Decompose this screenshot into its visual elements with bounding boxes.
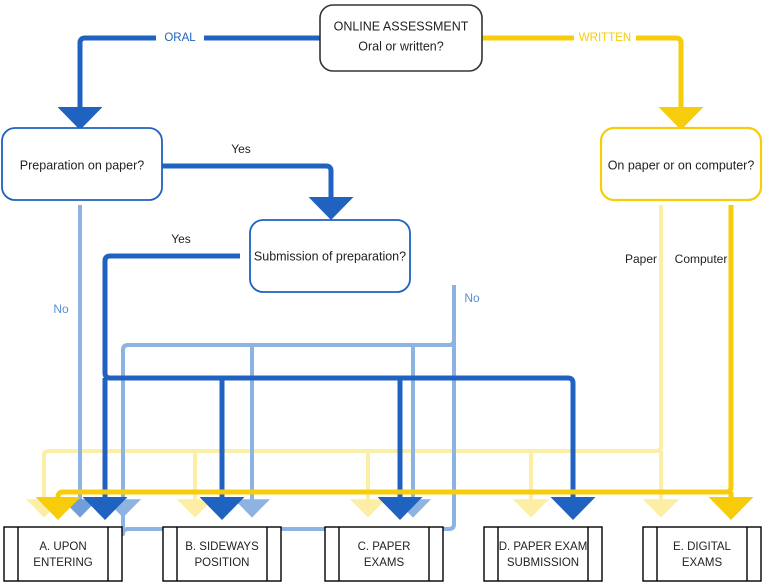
edge-label-no-preparation: No — [53, 302, 69, 316]
edge-label-yes-preparation: Yes — [231, 142, 251, 156]
edge-label-no-submission: No — [464, 291, 480, 305]
on-paper-or-on-computer-label: On paper or on computer? — [608, 158, 755, 172]
edge-written-dark-yellow — [482, 35, 704, 130]
edge-label-group: ORAL WRITTEN Yes No Yes No Paper Compute… — [53, 29, 727, 316]
terminal-b-sideways-position[interactable]: B. SIDEWAYS POSITION — [162, 526, 282, 582]
online-assessment-line1: ONLINE ASSESSMENT — [334, 19, 469, 33]
preparation-on-paper-node[interactable]: Preparation on paper? — [1, 127, 163, 201]
submission-of-preparation-node[interactable]: Submission of preparation? — [249, 219, 411, 293]
preparation-on-paper-label: Preparation on paper? — [20, 158, 144, 172]
edge-label-oral: ORAL — [164, 32, 196, 44]
terminal-e-line2: EXAMS — [682, 557, 723, 569]
online-assessment-line2: Oral or written? — [358, 39, 443, 53]
terminal-e-line1: E. DIGITAL — [673, 541, 732, 553]
edge-label-paper: Paper — [625, 252, 657, 266]
terminal-b-line2: POSITION — [195, 557, 250, 569]
on-paper-or-on-computer-node[interactable]: On paper or on computer? — [599, 126, 763, 202]
submission-of-preparation-label: Submission of preparation? — [254, 249, 406, 263]
edge-no-submission-light-blue — [105, 285, 456, 536]
edge-label-written: WRITTEN — [579, 32, 631, 44]
terminal-a-line2: ENTERING — [33, 557, 92, 569]
online-assessment-node[interactable]: ONLINE ASSESSMENT Oral or written? — [319, 4, 483, 72]
terminal-a-upon-entering[interactable]: A. UPON ENTERING — [3, 526, 123, 582]
terminal-e-digital-exams[interactable]: E. DIGITAL EXAMS — [642, 526, 762, 582]
edge-yes-submission-dark-blue — [82, 253, 596, 520]
edge-paper-light-yellow — [26, 205, 679, 518]
terminal-c-line2: EXAMS — [364, 557, 405, 569]
terminal-c-paper-exams[interactable]: C. PAPER EXAMS — [324, 526, 444, 582]
edge-oral-dark-blue — [57, 35, 320, 130]
terminal-a-line1: A. UPON — [39, 541, 86, 553]
edge-yes-preparation-dark-blue — [162, 163, 354, 220]
terminal-b-line1: B. SIDEWAYS — [185, 541, 259, 553]
terminal-c-line1: C. PAPER — [358, 541, 411, 553]
edge-label-yes-submission: Yes — [171, 232, 191, 246]
edge-computer-dark-yellow — [35, 205, 754, 520]
terminal-d-paper-exam-submission[interactable]: D. PAPER EXAM SUBMISSION — [483, 526, 603, 582]
terminal-d-line1: D. PAPER EXAM — [499, 541, 588, 553]
edge-label-computer: Computer — [675, 252, 728, 266]
terminal-boxes: A. UPON ENTERING B. SIDEWAYS POSITION C.… — [3, 526, 762, 582]
terminal-d-line2: SUBMISSION — [507, 557, 579, 569]
